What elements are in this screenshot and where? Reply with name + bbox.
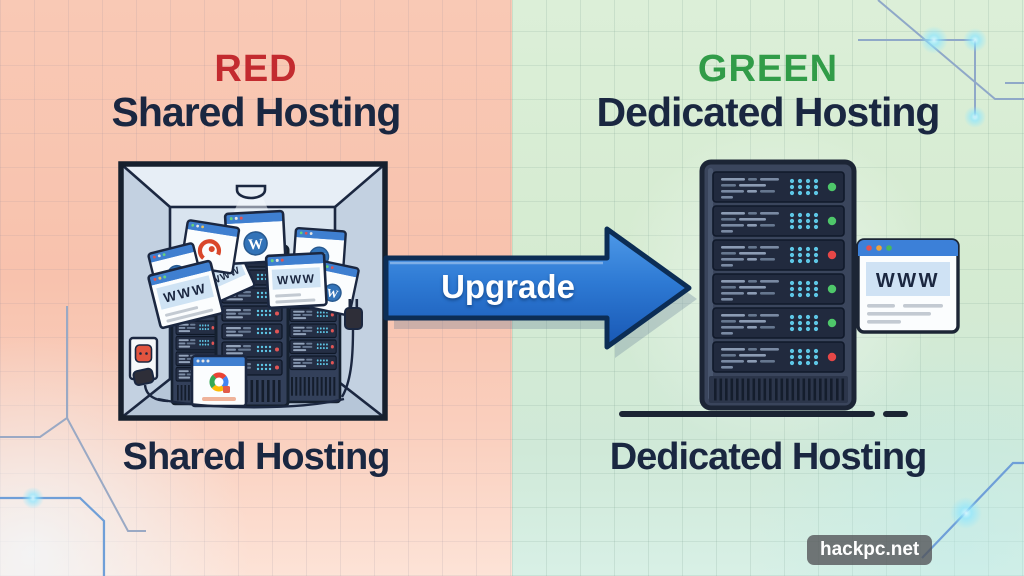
svg-text:WWW: WWW: [876, 270, 940, 292]
rack-unit: [712, 205, 845, 237]
watermark-badge: hackpc.net: [807, 535, 933, 565]
glow-node: [963, 28, 987, 52]
shared-hosting-box-illustration: WWW W: [118, 161, 388, 421]
left-panel-title: Shared Hosting: [111, 89, 402, 135]
right-color-word: GREEN: [697, 48, 839, 90]
power-plug-icon: [340, 299, 363, 398]
floor-cable: [157, 397, 345, 409]
server-tower-icon: [284, 301, 342, 404]
dedicated-server-rack-icon: [619, 159, 908, 417]
upgrade-arrow: [383, 226, 697, 358]
www-browser-icon: WWW: [264, 251, 328, 310]
status-led: [827, 284, 837, 294]
circuit-trace-left: [0, 306, 146, 576]
status-led: [827, 352, 837, 362]
status-led: [827, 182, 837, 192]
www-browser-icon: WWW: [147, 259, 224, 330]
glow-node: [964, 106, 986, 128]
left-color-word: RED: [214, 48, 298, 90]
red-cms-logo-icon: [197, 239, 222, 263]
rack-unit: [712, 171, 845, 203]
right-panel-title: Dedicated Hosting: [596, 89, 941, 135]
rack-unit: [712, 307, 845, 339]
glow-node: [950, 497, 982, 529]
left-panel-caption: Shared Hosting: [122, 436, 391, 478]
status-led: [827, 250, 837, 260]
glow-node: [920, 26, 948, 54]
wordpress-logo-icon: [243, 231, 268, 256]
vent-grille: [709, 376, 848, 403]
right-panel-caption: Dedicated Hosting: [609, 436, 928, 478]
chrome-logo-icon: [209, 372, 230, 393]
rack-unit: [712, 239, 845, 271]
status-led: [827, 216, 837, 226]
rack-unit: [712, 341, 845, 373]
svg-text:WWW: WWW: [277, 271, 316, 287]
svg-text:W: W: [325, 287, 339, 301]
circuit-trace-top-right: [858, 0, 1024, 118]
glow-node: [22, 487, 44, 509]
circuit-trace-bottom-right: [921, 461, 1024, 559]
rack-unit: [712, 273, 845, 305]
wordpress-browser-icon: W: [223, 209, 287, 266]
www-browser-window-icon: WWW: [856, 238, 960, 334]
upgrade-arrow-label: Upgrade: [441, 268, 575, 305]
status-led: [827, 318, 837, 328]
svg-text:W: W: [248, 237, 264, 254]
chrome-browser-icon: [190, 354, 248, 408]
